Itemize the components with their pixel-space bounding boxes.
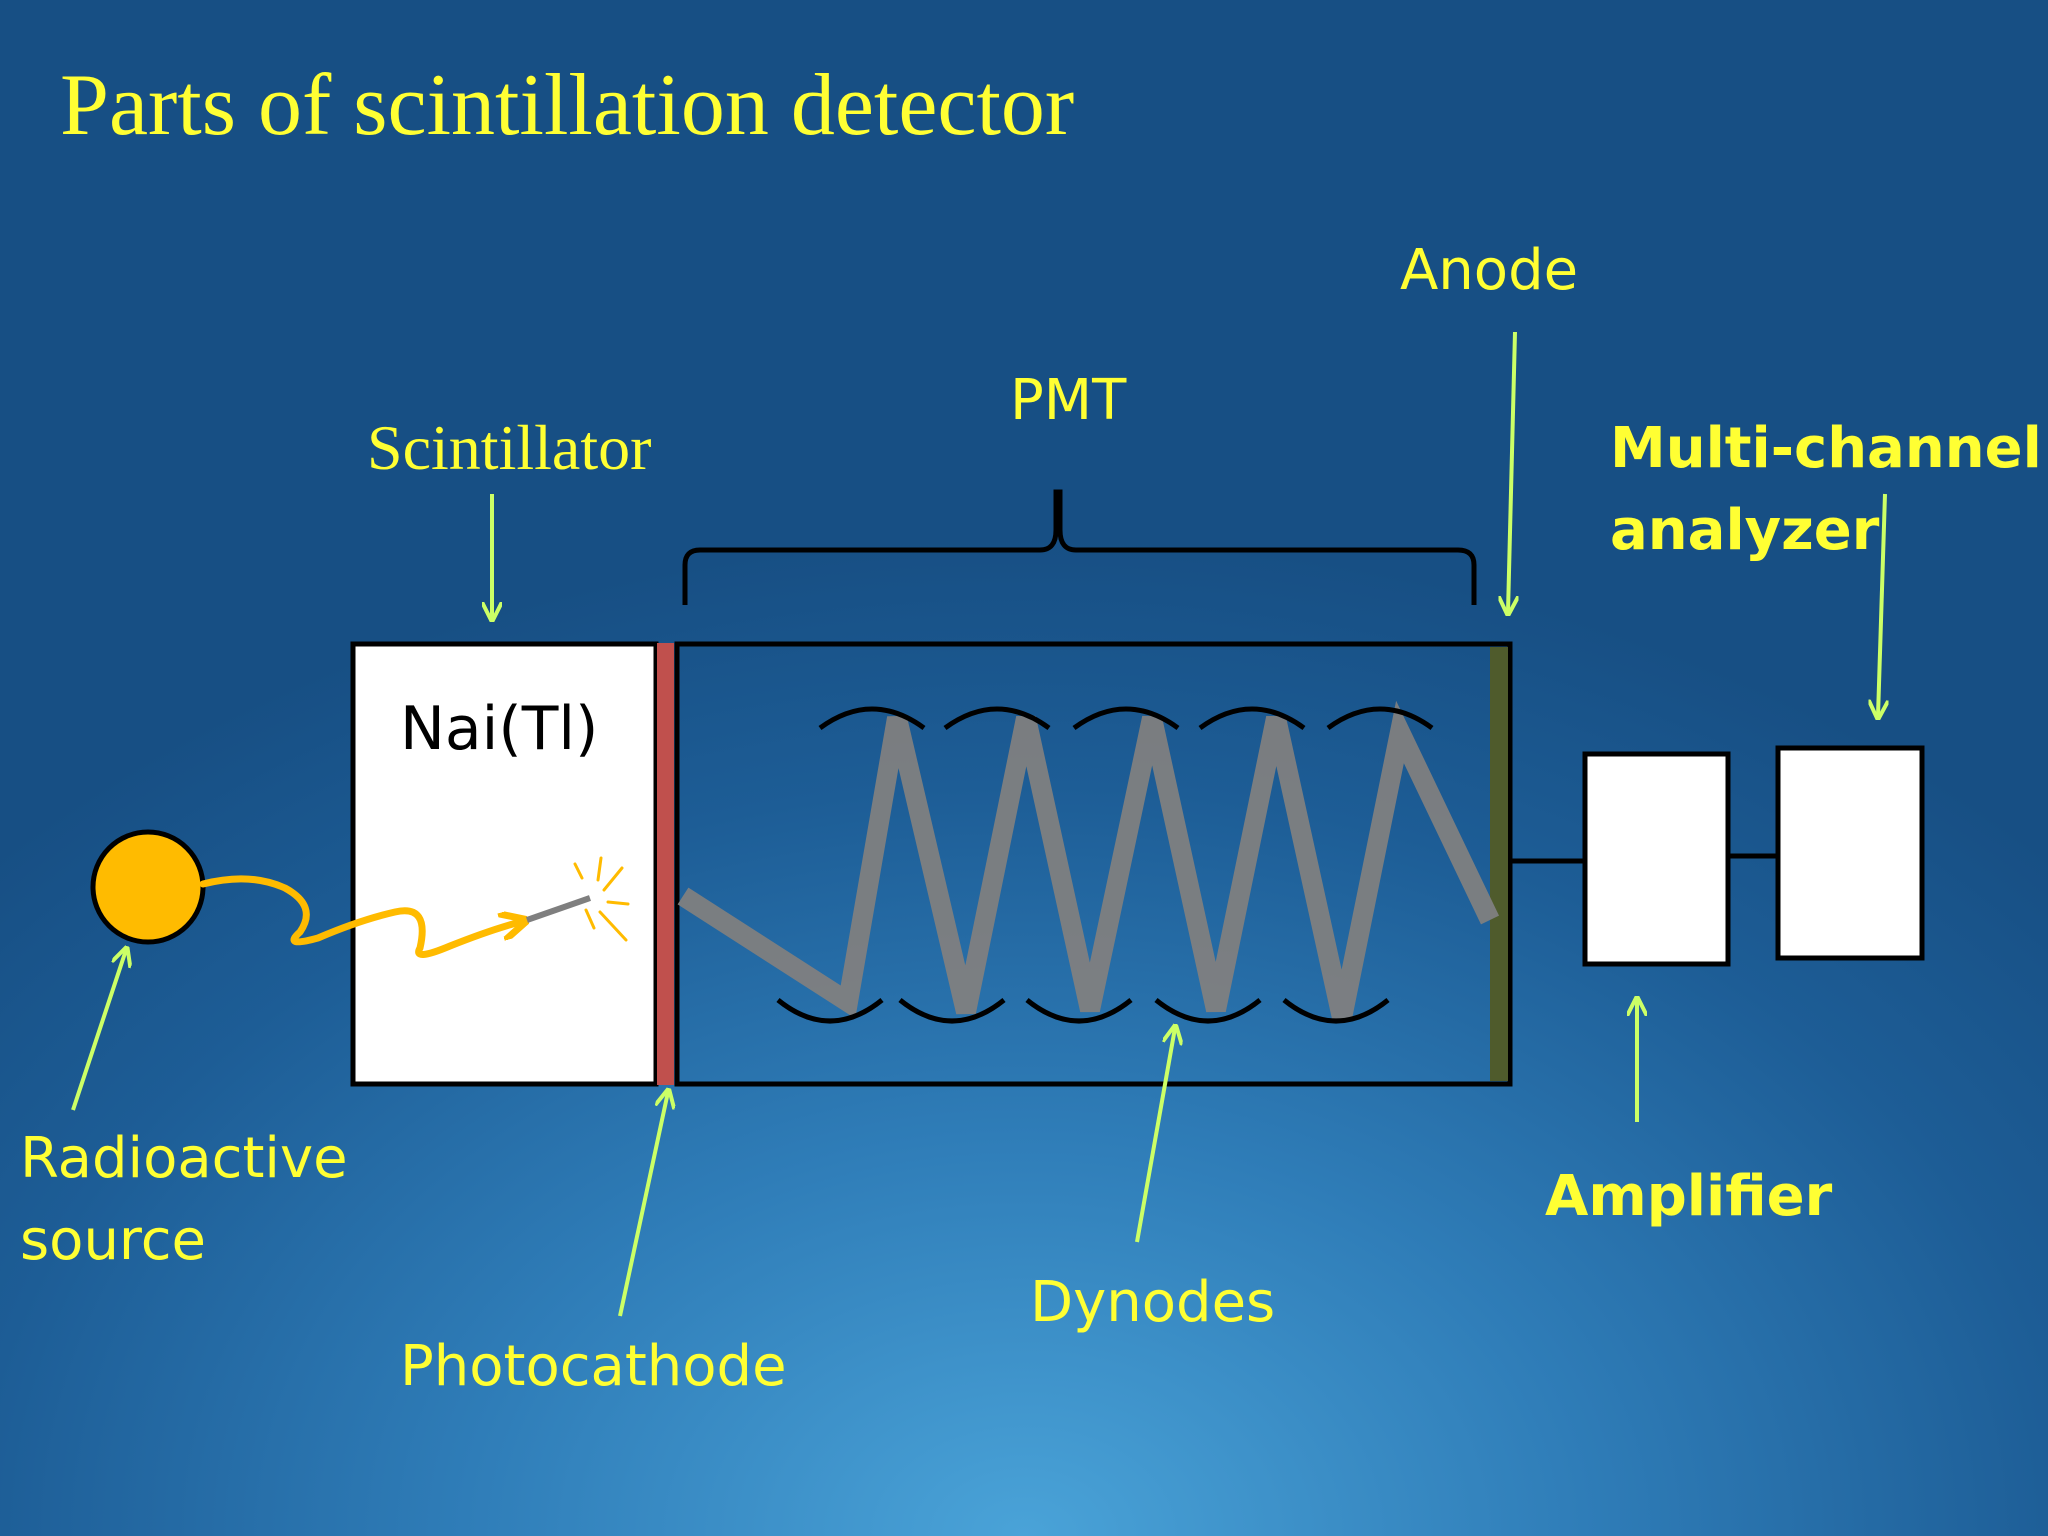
pmt-brace (682, 489, 1477, 605)
lower-dynodes (776, 998, 1390, 1024)
radioactive-arrow (71, 950, 126, 1111)
radioactive-label-line1: Radioactive (20, 1126, 348, 1191)
pointer-arrows (71, 331, 1885, 1317)
crystal-label: Nai(Tl) (400, 694, 599, 764)
pmt-box (674, 641, 1513, 1087)
scintillator-label: Scintillator (367, 412, 652, 483)
upper-dynodes (818, 706, 1434, 731)
gamma-ray-path (199, 875, 520, 958)
anode-label: Anode (1400, 238, 1579, 303)
scintillation-flash-icon (526, 856, 630, 942)
scintillator-box (350, 641, 659, 1087)
dynodes-label: Dynodes (1030, 1270, 1276, 1335)
photocathode-arrow (618, 1092, 668, 1317)
mca-label-line1: Multi-channel (1610, 416, 2042, 481)
anode-arrow (1508, 331, 1515, 612)
mca-box (1775, 745, 1925, 961)
photocathode-label: Photocathode (400, 1334, 787, 1399)
mca-label-line2: analyzer (1610, 498, 1880, 563)
mca-arrow (1878, 493, 1885, 716)
pmt-label: PMT (1010, 368, 1127, 433)
radioactive-source (90, 829, 206, 945)
photocathode-strip (657, 643, 674, 1085)
electron-path (677, 700, 1500, 1021)
slide-title: Parts of scintillation detector (60, 57, 1075, 154)
amplifier-label: Amplifier (1545, 1164, 1833, 1229)
radioactive-label-line2: source (20, 1208, 206, 1273)
dynodes-arrow (1135, 1028, 1175, 1243)
anode-strip (1490, 647, 1508, 1081)
amplifier-box (1582, 751, 1731, 967)
